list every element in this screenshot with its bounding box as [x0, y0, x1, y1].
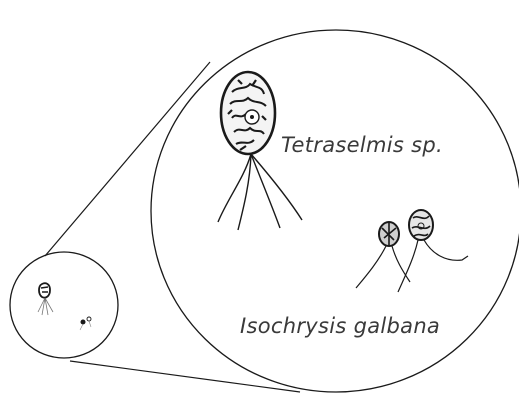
small-isochrysis-cell: [80, 317, 91, 330]
tetraselmis-label: Tetraselmis sp.: [281, 133, 443, 157]
isochrysis-label: Isochrysis galbana: [240, 314, 440, 338]
small-view-circle: [10, 252, 118, 358]
small-tetraselmis-cell: [38, 283, 53, 315]
